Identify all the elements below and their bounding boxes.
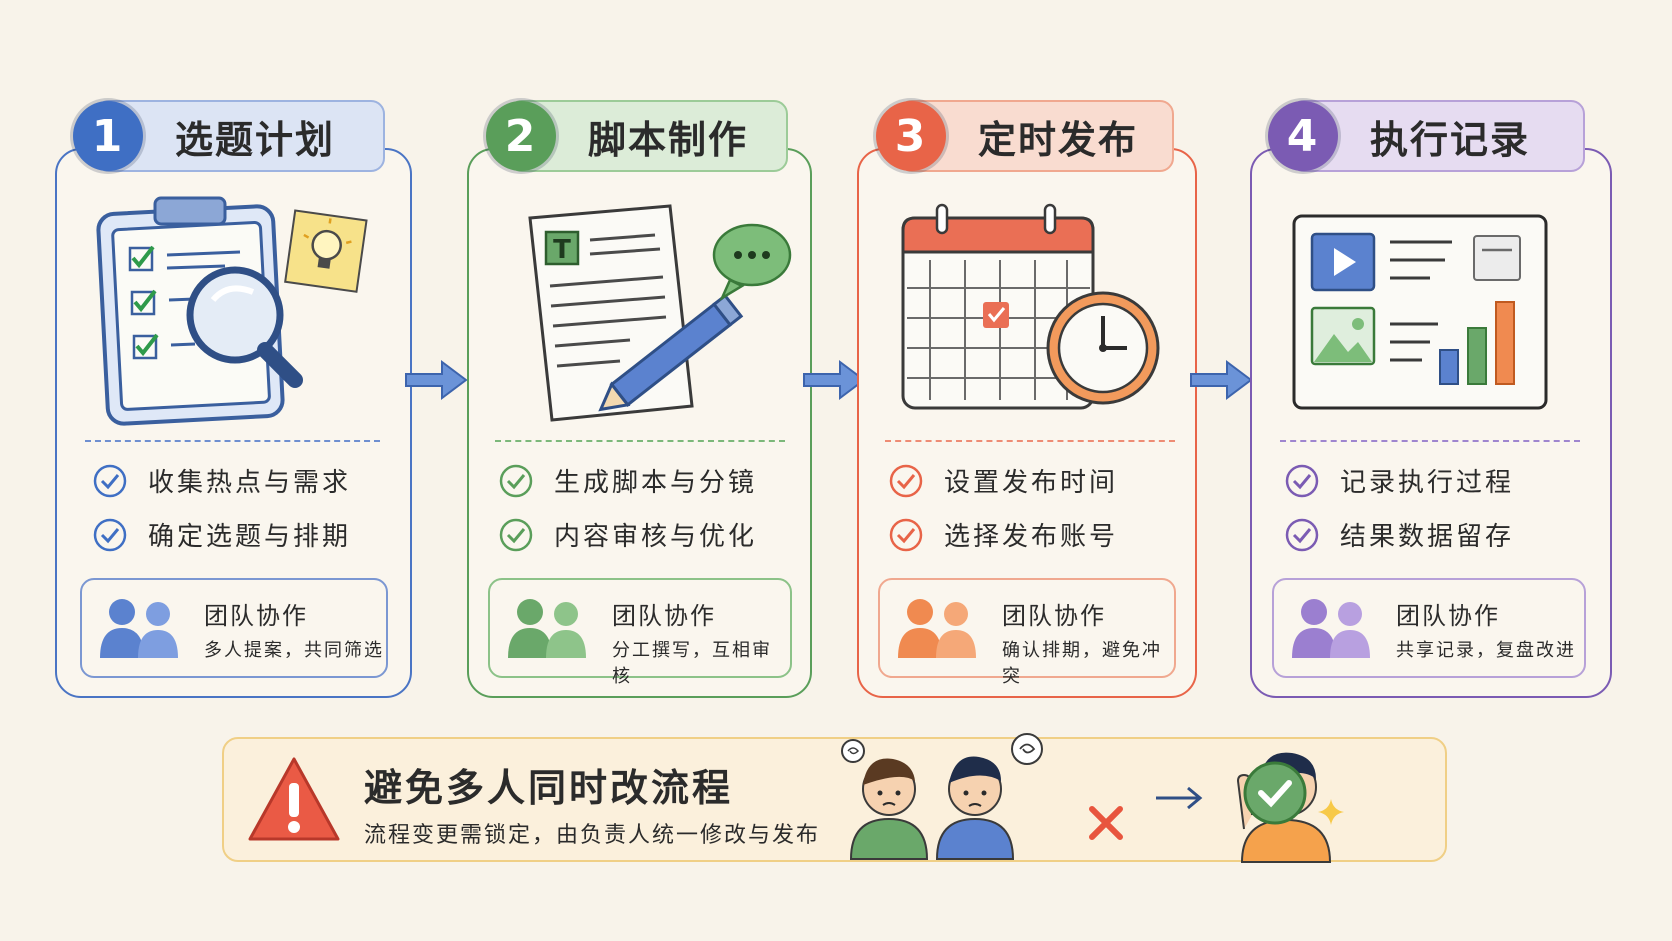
play-icon [1310, 232, 1376, 292]
step-title-1: 选题计划 [175, 117, 336, 162]
step-3-item-2: 选择发布账号 [888, 516, 1118, 553]
calendar-icon [901, 203, 1160, 410]
lightbulb-icon [284, 209, 368, 293]
divider-4 [1280, 440, 1580, 442]
magnifier-icon [186, 266, 303, 388]
step-title-2: 脚本制作 [588, 117, 749, 162]
warning-subtitle: 流程变更需锁定，由负责人统一修改与发布 [364, 823, 821, 848]
step-2-item-1: 生成脚本与分镜 [498, 462, 757, 499]
team-sub-3: 确认排期，避免冲突 [1002, 640, 1162, 687]
svg-text:T: T [553, 235, 571, 265]
check-circle-icon [889, 518, 923, 551]
clipboard-icon [96, 196, 368, 426]
arrow-right-icon [405, 360, 468, 400]
step-title-4: 执行记录 [1370, 117, 1531, 162]
team-title-4: 团队协作 [1396, 602, 1500, 630]
step-1-item-2-label: 确定选题与排期 [148, 522, 352, 552]
step-4-item-2: 结果数据留存 [1284, 516, 1514, 553]
team-sub-4: 共享记录，复盘改进 [1396, 640, 1576, 661]
image-icon [1310, 306, 1376, 366]
chat-bubble-icon [712, 223, 792, 302]
team-sub-2: 分工撰写，互相审核 [612, 640, 772, 687]
check-badge-icon [1243, 761, 1307, 825]
sparkle-icon [1318, 799, 1344, 825]
step-1-item-1-label: 收集热点与需求 [148, 468, 352, 498]
step-1-item-2: 确定选题与排期 [92, 516, 351, 553]
confused-people-icon [841, 733, 1043, 860]
step-4-item-1: 记录执行过程 [1284, 462, 1514, 499]
step-tab-2: 2 脚本制作 [486, 100, 788, 172]
team-people-icon [1292, 599, 1370, 658]
check-circle-icon [1285, 464, 1319, 497]
team-box-3: 团队协作 确认排期，避免冲突 [878, 578, 1176, 687]
step-number-2: 2 [486, 101, 556, 171]
step-tab-1: 1 选题计划 [73, 100, 385, 172]
team-box-2: 团队协作 分工撰写，互相审核 [488, 578, 792, 687]
step-tab-3: 3 定时发布 [876, 100, 1174, 172]
step-title-3: 定时发布 [978, 117, 1139, 162]
step-2-item-1-label: 生成脚本与分镜 [554, 468, 758, 498]
team-title-1: 团队协作 [204, 602, 308, 630]
check-circle-icon [93, 518, 127, 551]
step-tab-4: 4 执行记录 [1268, 100, 1585, 172]
arrow-right-icon [803, 360, 866, 400]
team-box-1: 团队协作 多人提案，共同筛选 [80, 578, 388, 678]
step-1-item-1: 收集热点与需求 [92, 462, 351, 499]
team-title-2: 团队协作 [612, 602, 716, 630]
check-circle-icon [93, 464, 127, 497]
divider-2 [495, 440, 785, 442]
step-3-item-1: 设置发布时间 [888, 462, 1118, 499]
clock-icon [1046, 291, 1160, 405]
team-people-icon [898, 599, 976, 658]
step-number-4: 4 [1268, 101, 1338, 171]
team-people-icon [508, 599, 586, 658]
x-icon [1089, 806, 1123, 840]
check-circle-icon [889, 464, 923, 497]
team-title-3: 团队协作 [1002, 602, 1106, 630]
check-circle-icon [499, 518, 533, 551]
arrow-right-icon [1190, 360, 1253, 400]
team-sub-1: 多人提案，共同筛选 [204, 640, 384, 661]
dashboard-icon [1292, 214, 1548, 410]
team-people-icon [100, 599, 178, 658]
arrow-icon [1156, 786, 1203, 810]
bar-chart-icon [1439, 301, 1515, 385]
step-number-3: 3 [876, 101, 946, 171]
document-icon: T [528, 204, 792, 422]
step-number-1: 1 [73, 101, 143, 171]
warning-title: 避免多人同时改流程 [364, 766, 734, 810]
step-3-item-1-label: 设置发布时间 [944, 468, 1119, 498]
check-circle-icon [1285, 518, 1319, 551]
warning-banner: 避免多人同时改流程 流程变更需锁定，由负责人统一修改与发布 [222, 733, 1447, 863]
divider-1 [85, 440, 380, 442]
step-2-item-2: 内容审核与优化 [498, 516, 757, 553]
step-4-item-2-label: 结果数据留存 [1340, 522, 1515, 552]
team-box-4: 团队协作 共享记录，复盘改进 [1272, 578, 1586, 678]
step-2-item-2-label: 内容审核与优化 [554, 522, 758, 552]
step-3-item-2-label: 选择发布账号 [944, 522, 1119, 552]
check-circle-icon [499, 464, 533, 497]
step-4-item-1-label: 记录执行过程 [1340, 468, 1515, 498]
warning-triangle-icon [248, 757, 340, 841]
divider-3 [885, 440, 1175, 442]
pencil-icon [598, 293, 744, 412]
